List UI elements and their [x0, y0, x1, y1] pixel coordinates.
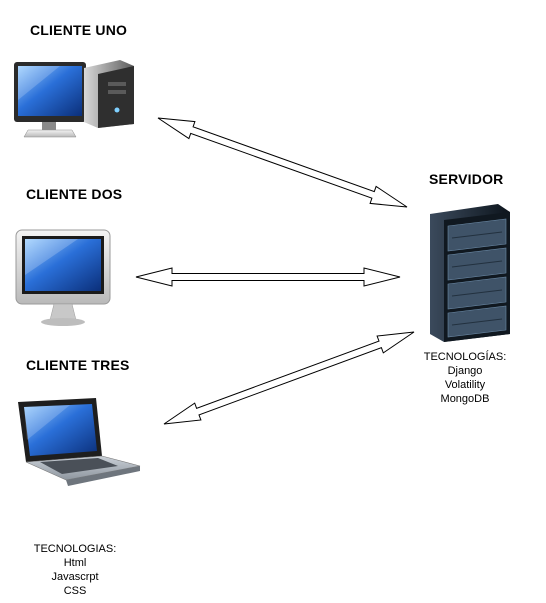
connection-arrows	[135, 117, 415, 425]
client-tech-item: Html	[63, 557, 87, 569]
client-one-label: CLIENTE UNO	[30, 22, 128, 38]
server-label: SERVIDOR	[429, 171, 504, 187]
client-three-label: CLIENTE TRES	[26, 357, 130, 373]
server-tech-item: MongoDB	[440, 393, 490, 405]
client-tech-item: Javascrpt	[51, 571, 99, 583]
server-rack-icon	[430, 204, 510, 342]
client-tech-list: TECNOLOGIAS: Html Javascrpt CSS	[20, 542, 130, 598]
client-tech-item: CSS	[63, 585, 87, 597]
server-tech-item: Django	[447, 365, 483, 377]
desktop-tower-icon	[14, 60, 134, 138]
client-tech-title: TECNOLOGIAS:	[33, 543, 117, 555]
arrow-client-one-server	[157, 117, 408, 208]
arrow-client-two-server	[135, 267, 401, 287]
imac-monitor-icon	[15, 229, 111, 326]
laptop-icon	[18, 398, 141, 486]
client-two-label: CLIENTE DOS	[26, 186, 123, 202]
arrow-client-three-server	[163, 331, 415, 425]
server-tech-list: TECNOLOGÍAS: Django Volatility MongoDB	[410, 350, 520, 406]
server-tech-title: TECNOLOGÍAS:	[423, 351, 507, 363]
server-tech-item: Volatility	[444, 379, 486, 391]
